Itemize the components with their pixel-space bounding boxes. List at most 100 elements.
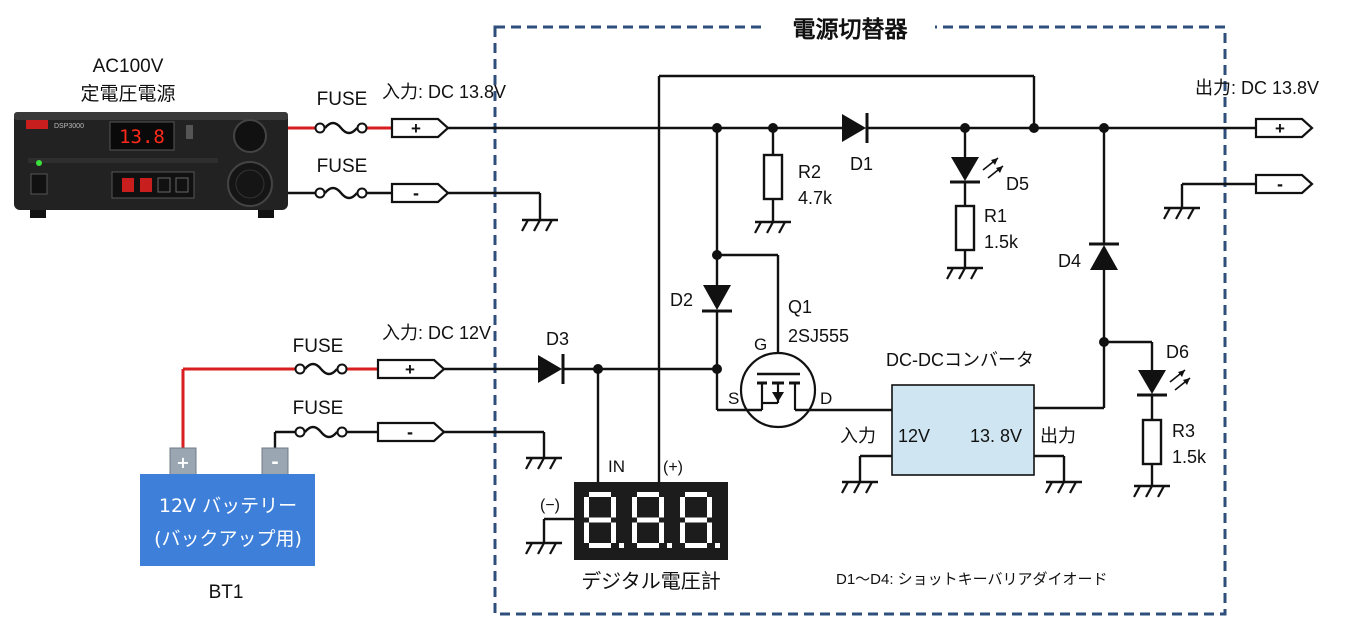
digit-decimal-point (667, 543, 672, 548)
label-r1-value: 1.5k (984, 232, 1019, 252)
led-d6 (1137, 369, 1191, 397)
digit-segment (637, 517, 659, 523)
digit-segment (611, 497, 616, 518)
label-d1: D1 (850, 154, 873, 174)
resistor-r3 (1141, 418, 1163, 466)
ground-r2 (753, 220, 793, 235)
svg-text:-: - (1277, 174, 1283, 194)
digit-segment (632, 497, 637, 518)
battery-terminal-plus (169, 447, 197, 477)
fuse-label-3: FUSE (293, 336, 344, 357)
enclosure-title: 電源切替器 (793, 16, 909, 42)
ground-converter-in (840, 480, 880, 495)
label-d4: D4 (1058, 251, 1081, 271)
label-pin-s: S (728, 389, 739, 408)
label-d3: D3 (546, 329, 569, 349)
converter-out-label: 出力 (1040, 426, 1076, 446)
label-r2-value: 4.7k (798, 188, 833, 208)
psu-power-switch (30, 173, 48, 195)
digit-decimal-point (619, 543, 624, 548)
ground-backup-minus (524, 456, 564, 471)
voltmeter-digits (584, 492, 720, 548)
label-q1: Q1 (788, 297, 812, 317)
ground-converter-out (1044, 480, 1084, 495)
fuse-backup-plus (294, 362, 348, 376)
digit-segment (589, 543, 611, 548)
psu-label-1: AC100V (93, 56, 164, 77)
digit-segment (611, 522, 616, 543)
fuse-label-1: FUSE (317, 89, 368, 110)
digit-segment (584, 522, 589, 543)
led-d5 (950, 157, 1004, 184)
psu-model: DSP3000 (54, 123, 84, 130)
fuse-main-plus (314, 121, 368, 135)
psu-display: 13.8 (119, 126, 165, 148)
label-r3: R3 (1172, 421, 1195, 441)
digit-segment (685, 492, 707, 497)
resistor-r2 (762, 153, 784, 201)
diode-d4 (1089, 242, 1119, 270)
battery-label-1: 12V バッテリー (159, 495, 297, 517)
ground-r3 (1132, 484, 1172, 499)
digit-segment (707, 497, 712, 518)
ac-power-supply: DSP3000 13.8 (14, 112, 288, 218)
brand-logo (26, 120, 48, 129)
digit-segment (659, 497, 664, 518)
ground-voltmeter (524, 541, 564, 556)
fuse-label-2: FUSE (317, 156, 368, 177)
digital-voltmeter (574, 482, 728, 560)
digit-segment (584, 497, 589, 518)
psu-knob (233, 119, 267, 153)
digit-segment (685, 543, 707, 548)
digit-segment (707, 522, 712, 543)
ground-r1 (945, 266, 985, 281)
diode-d3 (538, 354, 565, 384)
diode-d2 (702, 285, 732, 313)
fuse-backup-minus (294, 425, 348, 439)
input-main-label: 入力: DC 13.8V (382, 82, 506, 102)
label-q1-part: 2SJ555 (788, 326, 849, 346)
converter-out-voltage: 13. 8V (970, 426, 1022, 446)
digit-segment (680, 497, 685, 518)
digit-segment (589, 517, 611, 523)
label-pin-d: D (820, 389, 832, 408)
svg-text:+: + (176, 453, 189, 472)
dcdc-converter (891, 384, 1035, 476)
psu-label-2: 定電圧電源 (80, 83, 175, 105)
enclosure-box (493, 25, 1227, 616)
converter-in-label: 入力 (840, 426, 876, 446)
ground-main-minus (520, 218, 560, 233)
psu-fan-grille (227, 161, 273, 207)
label-r1: R1 (984, 206, 1007, 226)
fuse-label-4: FUSE (293, 398, 344, 419)
digit-segment (659, 522, 664, 543)
mosfet-q1 (739, 351, 817, 429)
battery-ref: BT1 (209, 582, 244, 603)
resistor-r1 (954, 204, 976, 252)
label-d6: D6 (1166, 342, 1189, 362)
digit-decimal-point (715, 543, 720, 548)
connector-backup-minus (376, 421, 446, 443)
digit-segment (637, 543, 659, 548)
connector-main-plus (390, 117, 450, 139)
output-label: 出力: DC 13.8V (1195, 78, 1319, 98)
connector-main-minus (390, 182, 450, 204)
voltmeter-plus-label: (+) (663, 459, 683, 476)
converter-in-voltage: 12V (898, 426, 930, 446)
label-r3-value: 1.5k (1172, 447, 1207, 467)
battery-label-2: (バックアップ用) (154, 528, 302, 550)
label-pin-g: G (754, 335, 767, 354)
svg-text:-: - (407, 422, 413, 442)
voltmeter-label: デジタル電圧計 (581, 570, 721, 593)
label-r2: R2 (798, 162, 821, 182)
psu-led (36, 160, 42, 166)
digit-segment (680, 522, 685, 543)
digit-segment (632, 522, 637, 543)
connector-backup-plus (376, 358, 446, 380)
ground-out-minus (1162, 206, 1202, 221)
svg-text:-: - (271, 452, 278, 473)
voltmeter-minus-label: (−) (540, 497, 560, 514)
battery (140, 474, 315, 566)
